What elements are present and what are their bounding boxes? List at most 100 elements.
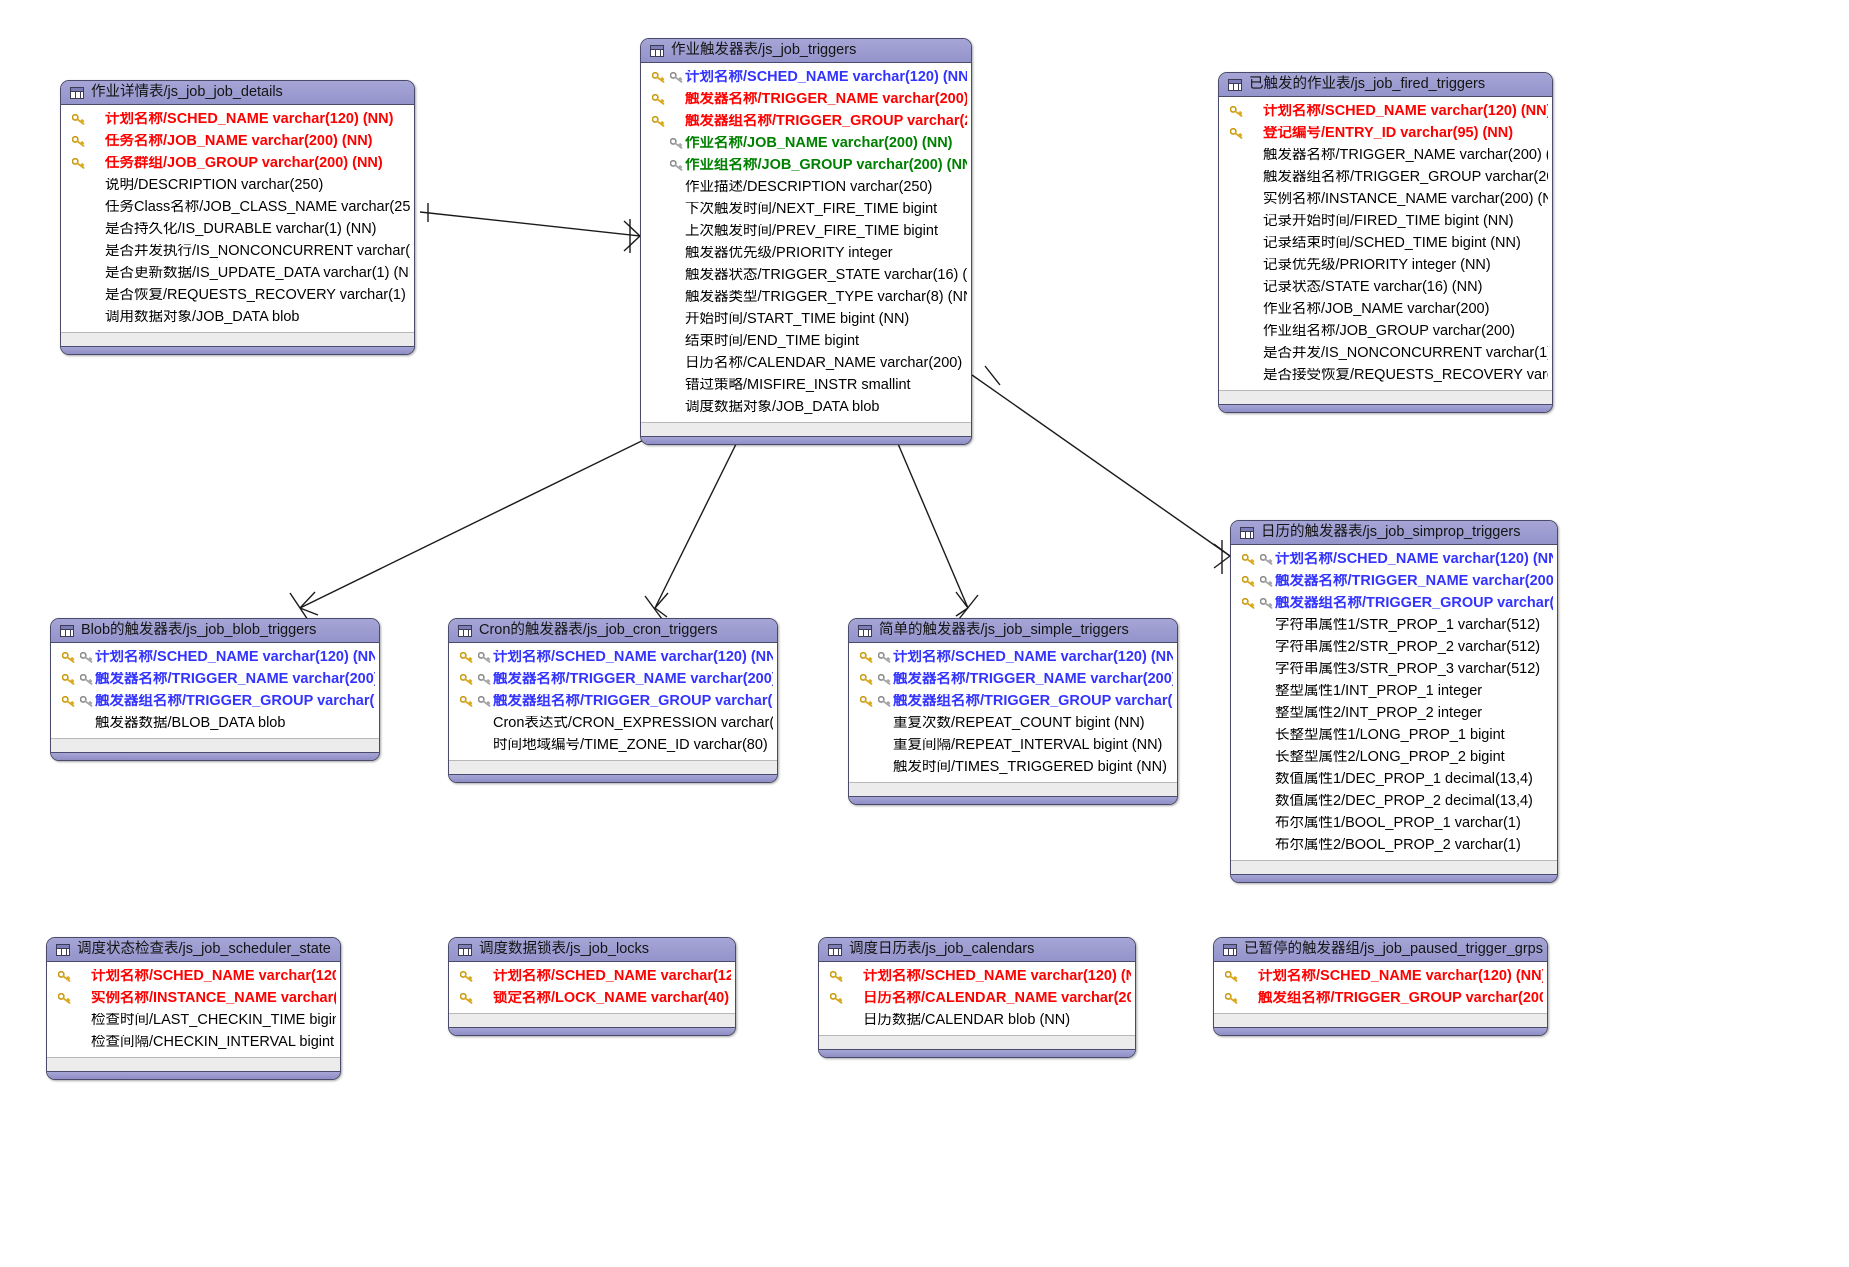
field-row[interactable]: 计划名称/SCHED_NAME varchar(120) (NN) [449, 965, 735, 987]
field-row[interactable]: 任务名称/JOB_NAME varchar(200) (NN) [61, 130, 414, 152]
entity-paused_trigger_grps[interactable]: 已暂停的触发器组/js_job_paused_trigger_grps 计划名称/… [1213, 937, 1548, 1036]
field-row[interactable]: 日历名称/CALENDAR_NAME varchar(200) (NN) [819, 987, 1135, 1009]
field-row[interactable]: 开始时间/START_TIME bigint (NN) [641, 308, 971, 330]
field-row[interactable]: 整型属性1/INT_PROP_1 integer [1231, 680, 1557, 702]
field-row[interactable]: 触发器名称/TRIGGER_NAME varchar(200) (NN) [51, 668, 379, 690]
field-row[interactable]: 任务Class名称/JOB_CLASS_NAME varchar(250) (N… [61, 196, 414, 218]
field-row[interactable]: 触发器组名称/TRIGGER_GROUP varchar(200) (NN) [449, 690, 777, 712]
field-row[interactable]: 计划名称/SCHED_NAME varchar(120) (NN) [47, 965, 340, 987]
field-row[interactable]: 记录状态/STATE varchar(16) (NN) [1219, 276, 1552, 298]
entity-title-scheduler_state[interactable]: 调度状态检查表/js_job_scheduler_state [47, 938, 340, 962]
field-row[interactable]: 重复间隔/REPEAT_INTERVAL bigint (NN) [849, 734, 1177, 756]
entity-title-simprop_triggers[interactable]: 日历的触发器表/js_job_simprop_triggers [1231, 521, 1557, 545]
field-row[interactable]: 调度数据对象/JOB_DATA blob [641, 396, 971, 418]
field-row[interactable]: 计划名称/SCHED_NAME varchar(120) (NN) [51, 646, 379, 668]
field-row[interactable]: 触发器名称/TRIGGER_NAME varchar(200) (NN) [449, 668, 777, 690]
field-row[interactable]: 触发器类型/TRIGGER_TYPE varchar(8) (NN) [641, 286, 971, 308]
field-row[interactable]: 调用数据对象/JOB_DATA blob [61, 306, 414, 328]
field-row[interactable]: 字符串属性2/STR_PROP_2 varchar(512) [1231, 636, 1557, 658]
field-row[interactable]: 下次触发时间/NEXT_FIRE_TIME bigint [641, 198, 971, 220]
field-row[interactable]: 实例名称/INSTANCE_NAME varchar(200) (NN) [47, 987, 340, 1009]
field-row[interactable]: 是否恢复/REQUESTS_RECOVERY varchar(1) (NN) [61, 284, 414, 306]
field-row[interactable]: 触发器状态/TRIGGER_STATE varchar(16) (NN) [641, 264, 971, 286]
field-row[interactable]: 记录优先级/PRIORITY integer (NN) [1219, 254, 1552, 276]
field-row[interactable]: 计划名称/SCHED_NAME varchar(120) (NN) [1214, 965, 1547, 987]
field-row[interactable]: 作业名称/JOB_NAME varchar(200) [1219, 298, 1552, 320]
entity-title-simple_triggers[interactable]: 简单的触发器表/js_job_simple_triggers [849, 619, 1177, 643]
field-row[interactable]: 触发器组名称/TRIGGER_GROUP varchar(200) (NN) [641, 110, 971, 132]
entity-job_details[interactable]: 作业详情表/js_job_job_details 计划名称/SCHED_NAME … [60, 80, 415, 355]
field-row[interactable]: 作业描述/DESCRIPTION varchar(250) [641, 176, 971, 198]
field-row[interactable]: 是否并发/IS_NONCONCURRENT varchar(1) [1219, 342, 1552, 364]
entity-title-paused_trigger_grps[interactable]: 已暂停的触发器组/js_job_paused_trigger_grps [1214, 938, 1547, 962]
field-row[interactable]: 长整型属性2/LONG_PROP_2 bigint [1231, 746, 1557, 768]
entity-job_triggers[interactable]: 作业触发器表/js_job_triggers 计划名称/SCHED_NAME va… [640, 38, 972, 445]
field-row[interactable]: 触发器名称/TRIGGER_NAME varchar(200) (NN) [1219, 144, 1552, 166]
entity-title-job_triggers[interactable]: 作业触发器表/js_job_triggers [641, 39, 971, 63]
field-row[interactable]: 结束时间/END_TIME bigint [641, 330, 971, 352]
field-row[interactable]: 触发器名称/TRIGGER_NAME varchar(200) (NN) [641, 88, 971, 110]
entity-cron_triggers[interactable]: Cron的触发器表/js_job_cron_triggers 计划名称/SCHED… [448, 618, 778, 783]
field-row[interactable]: 任务群组/JOB_GROUP varchar(200) (NN) [61, 152, 414, 174]
field-row[interactable]: 长整型属性1/LONG_PROP_1 bigint [1231, 724, 1557, 746]
entity-blob_triggers[interactable]: Blob的触发器表/js_job_blob_triggers 计划名称/SCHED… [50, 618, 380, 761]
field-row[interactable]: 上次触发时间/PREV_FIRE_TIME bigint [641, 220, 971, 242]
entity-title-locks[interactable]: 调度数据锁表/js_job_locks [449, 938, 735, 962]
entity-title-fired_triggers[interactable]: 已触发的作业表/js_job_fired_triggers [1219, 73, 1552, 97]
entity-simprop_triggers[interactable]: 日历的触发器表/js_job_simprop_triggers 计划名称/SCHE… [1230, 520, 1558, 883]
entity-scheduler_state[interactable]: 调度状态检查表/js_job_scheduler_state 计划名称/SCHED… [46, 937, 341, 1080]
field-row[interactable]: 是否持久化/IS_DURABLE varchar(1) (NN) [61, 218, 414, 240]
entity-simple_triggers[interactable]: 简单的触发器表/js_job_simple_triggers 计划名称/SCHED… [848, 618, 1178, 805]
field-row[interactable]: 触发器数据/BLOB_DATA blob [51, 712, 379, 734]
entity-title-cron_triggers[interactable]: Cron的触发器表/js_job_cron_triggers [449, 619, 777, 643]
field-row[interactable]: 说明/DESCRIPTION varchar(250) [61, 174, 414, 196]
field-row[interactable]: 整型属性2/INT_PROP_2 integer [1231, 702, 1557, 724]
field-row[interactable]: 布尔属性2/BOOL_PROP_2 varchar(1) [1231, 834, 1557, 856]
field-row[interactable]: 是否接受恢复/REQUESTS_RECOVERY varchar(1) [1219, 364, 1552, 386]
field-row[interactable]: 触发器组名称/TRIGGER_GROUP varchar(200) (NN) [849, 690, 1177, 712]
field-row[interactable]: 计划名称/SCHED_NAME varchar(120) (NN) [1219, 100, 1552, 122]
field-row[interactable]: 计划名称/SCHED_NAME varchar(120) (NN) [849, 646, 1177, 668]
field-row[interactable]: 触发器名称/TRIGGER_NAME varchar(200) (NN) [1231, 570, 1557, 592]
field-row[interactable]: 重复次数/REPEAT_COUNT bigint (NN) [849, 712, 1177, 734]
field-row[interactable]: 触发器优先级/PRIORITY integer [641, 242, 971, 264]
field-row[interactable]: 数值属性2/DEC_PROP_2 decimal(13,4) [1231, 790, 1557, 812]
field-row[interactable]: 日历数据/CALENDAR blob (NN) [819, 1009, 1135, 1031]
field-row[interactable]: 计划名称/SCHED_NAME varchar(120) (NN) [1231, 548, 1557, 570]
field-row[interactable]: 触发器组名称/TRIGGER_GROUP varchar(200) (NN) [1219, 166, 1552, 188]
field-row[interactable]: 布尔属性1/BOOL_PROP_1 varchar(1) [1231, 812, 1557, 834]
entity-fired_triggers[interactable]: 已触发的作业表/js_job_fired_triggers 计划名称/SCHED_… [1218, 72, 1553, 413]
field-row[interactable]: 实例名称/INSTANCE_NAME varchar(200) (NN) [1219, 188, 1552, 210]
field-row[interactable]: 计划名称/SCHED_NAME varchar(120) (NN) [641, 66, 971, 88]
entity-locks[interactable]: 调度数据锁表/js_job_locks 计划名称/SCHED_NAME varch… [448, 937, 736, 1036]
field-row[interactable]: 触发器名称/TRIGGER_NAME varchar(200) (NN) [849, 668, 1177, 690]
field-row[interactable]: 触发组名称/TRIGGER_GROUP varchar(200) (NN) [1214, 987, 1547, 1009]
field-row[interactable]: 记录开始时间/FIRED_TIME bigint (NN) [1219, 210, 1552, 232]
entity-title-job_details[interactable]: 作业详情表/js_job_job_details [61, 81, 414, 105]
field-row[interactable]: 触发时间/TIMES_TRIGGERED bigint (NN) [849, 756, 1177, 778]
field-row[interactable]: 计划名称/SCHED_NAME varchar(120) (NN) [449, 646, 777, 668]
field-row[interactable]: 检查间隔/CHECKIN_INTERVAL bigint (NN) [47, 1031, 340, 1053]
field-row[interactable]: 是否更新数据/IS_UPDATE_DATA varchar(1) (NN) [61, 262, 414, 284]
field-row[interactable]: 记录结束时间/SCHED_TIME bigint (NN) [1219, 232, 1552, 254]
field-row[interactable]: 计划名称/SCHED_NAME varchar(120) (NN) [819, 965, 1135, 987]
field-row[interactable]: 是否并发执行/IS_NONCONCURRENT varchar(1) (NN) [61, 240, 414, 262]
entity-title-blob_triggers[interactable]: Blob的触发器表/js_job_blob_triggers [51, 619, 379, 643]
field-row[interactable]: 错过策略/MISFIRE_INSTR smallint [641, 374, 971, 396]
field-row[interactable]: 计划名称/SCHED_NAME varchar(120) (NN) [61, 108, 414, 130]
field-row[interactable]: 检查时间/LAST_CHECKIN_TIME bigint (NN) [47, 1009, 340, 1031]
field-row[interactable]: 触发器组名称/TRIGGER_GROUP varchar(200) (NN) [51, 690, 379, 712]
field-row[interactable]: 登记编号/ENTRY_ID varchar(95) (NN) [1219, 122, 1552, 144]
field-row[interactable]: 字符串属性3/STR_PROP_3 varchar(512) [1231, 658, 1557, 680]
field-row[interactable]: 触发器组名称/TRIGGER_GROUP varchar(200) (NN) [1231, 592, 1557, 614]
field-row[interactable]: 字符串属性1/STR_PROP_1 varchar(512) [1231, 614, 1557, 636]
field-row[interactable]: 数值属性1/DEC_PROP_1 decimal(13,4) [1231, 768, 1557, 790]
field-row[interactable]: 作业组名称/JOB_GROUP varchar(200) [1219, 320, 1552, 342]
field-row[interactable]: 日历名称/CALENDAR_NAME varchar(200) [641, 352, 971, 374]
field-row[interactable]: Cron表达式/CRON_EXPRESSION varchar(120) (NN… [449, 712, 777, 734]
field-row[interactable]: 作业组名称/JOB_GROUP varchar(200) (NN) [641, 154, 971, 176]
field-row[interactable]: 时间地域编号/TIME_ZONE_ID varchar(80) [449, 734, 777, 756]
field-row[interactable]: 锁定名称/LOCK_NAME varchar(40) (NN) [449, 987, 735, 1009]
field-row[interactable]: 作业名称/JOB_NAME varchar(200) (NN) [641, 132, 971, 154]
